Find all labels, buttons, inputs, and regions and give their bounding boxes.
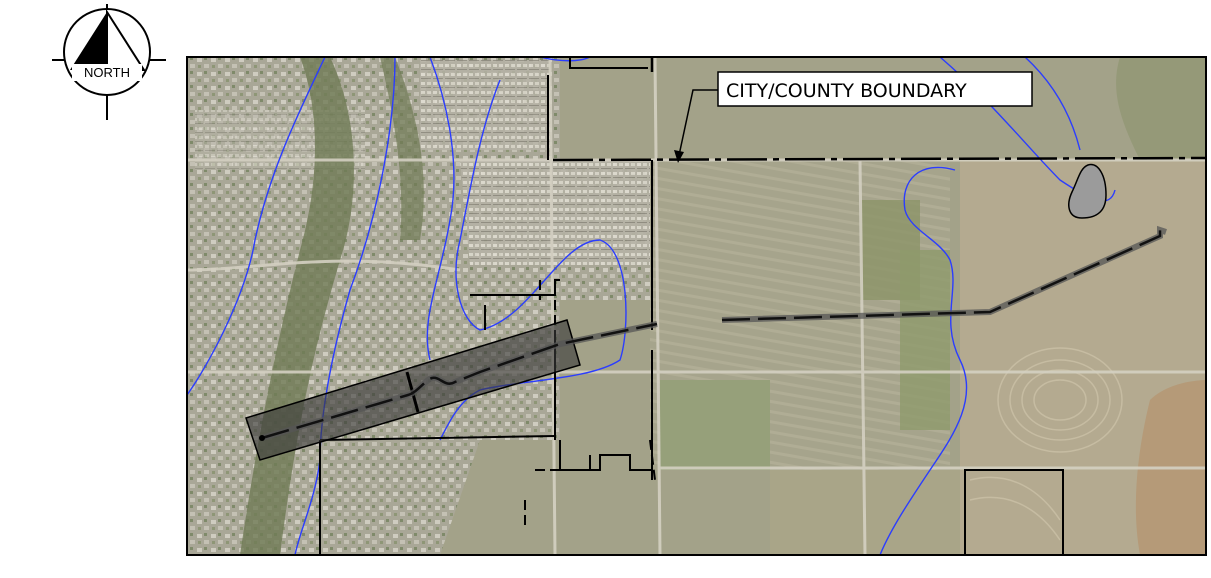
callout-city-county-boundary: CITY/COUNTY BOUNDARY — [674, 71, 1033, 163]
aerial-map — [187, 57, 1206, 555]
north-arrow: NORTH — [52, 4, 166, 120]
city-county-boundary-line — [552, 156, 1206, 162]
north-arrow-icon — [70, 12, 107, 70]
proposed-alignment — [259, 225, 1167, 441]
waterway-lines — [187, 57, 1206, 555]
north-label: NORTH — [84, 65, 130, 80]
pond-area — [1068, 163, 1107, 219]
callout-label: CITY/COUNTY BOUNDARY — [726, 80, 967, 102]
map-frame — [186, 56, 1207, 556]
